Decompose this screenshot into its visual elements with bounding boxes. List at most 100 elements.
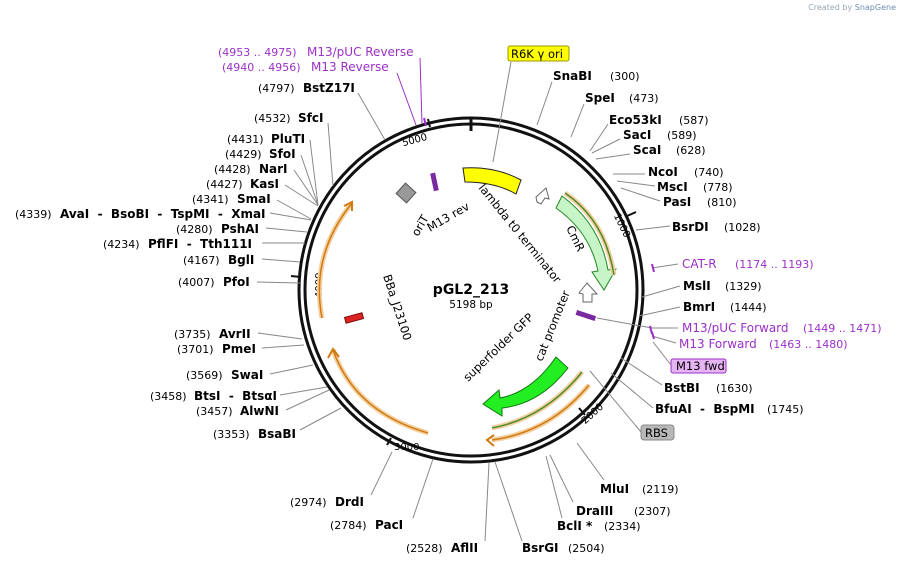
enzyme-pflfi-name[interactable]: PflFI - Tth111I [148,237,252,251]
enzyme-alwni-pos: (3457) [196,405,233,418]
enzyme-sfci-name[interactable]: SfcI [298,111,323,125]
enzyme-scai-name[interactable]: ScaI [633,143,661,157]
leader-bsrdi [635,225,671,231]
enzyme-bsabi-name[interactable]: BsaBI [258,427,296,441]
leader-avrii [257,332,303,340]
enzyme-eco53ki-name[interactable]: Eco53kI [609,113,662,127]
enzyme-bsrdi-name[interactable]: BsrDI [672,220,709,234]
cat-promoter-feature[interactable] [578,282,599,303]
lambda-t0-terminator-feature[interactable] [535,187,550,205]
enzyme-pasi-name[interactable]: PasI [663,195,691,209]
primer-labels: (4953 .. 4975) M13/pUC Reverse (4940 .. … [218,45,882,351]
r6k-ori-feature[interactable] [462,167,522,195]
enzyme-bstbi-pos: (1630) [716,382,753,395]
enzyme-pshai-name[interactable]: PshAI [221,222,259,236]
enzyme-msci-name[interactable]: MscI [657,180,688,194]
enzyme-bstz17i-name[interactable]: BstZ17I [303,81,355,95]
leader-pmei [261,344,305,349]
enzyme-pluti-name[interactable]: PluTI [271,132,305,146]
enzyme-mlui-pos: (2119) [642,483,679,496]
orit-feature[interactable] [395,182,417,204]
enzyme-alwni-name[interactable]: AlwNI [240,404,279,418]
ruler-label-3000: 3000 [394,442,419,453]
enzyme-bsrgi-name[interactable]: BsrGI [522,541,559,555]
enzyme-pfoi-pos: (4007) [178,276,215,289]
enzyme-saci-pos: (589) [667,129,697,142]
enzyme-smai-pos: (4341) [192,193,229,206]
enzyme-drdi-pos: (2974) [290,496,327,509]
enzyme-drdi-name[interactable]: DrdI [335,495,364,509]
m13-rev-marker[interactable] [430,172,439,192]
enzyme-swai-pos: (3569) [186,369,223,382]
enzyme-kasi-name[interactable]: KasI [250,177,279,191]
superfolder-gfp-feature[interactable] [482,356,569,417]
primer-m13-forward-name: M13 Forward [679,337,757,351]
enzyme-sfci-pos: (4532) [254,112,291,125]
leader-msli [641,285,681,298]
enzyme-pmei-pos: (3701) [177,343,214,356]
leader-bstbi [620,357,663,386]
enzyme-avai-name[interactable]: AvaI - BsoBI - TspMI - XmaI [60,207,266,221]
leader-sfci [327,122,334,187]
enzyme-kasi-pos: (4427) [206,178,243,191]
leader-bfuai [610,372,654,409]
enzyme-spei-pos: (473) [629,92,659,105]
leader-pshai [265,227,308,233]
bba-j23100-feature[interactable] [343,312,365,324]
cat-r-mark[interactable] [651,263,655,273]
gfp-outer-green-track [491,371,583,429]
enzyme-msli-name[interactable]: MslI [683,279,711,293]
enzyme-ncoi-name[interactable]: NcoI [648,165,678,179]
enzyme-ncoi-pos: (740) [694,166,724,179]
enzyme-draiii-name[interactable]: DraIII [576,504,613,518]
leader-m13-puc-forward [596,317,678,329]
m13-puc-reverse-mark[interactable] [423,117,427,127]
enzyme-nari-pos: (4428) [214,163,251,176]
leader-swai [269,364,314,375]
primer-m13-reverse-name: M13 Reverse [311,60,389,74]
leader-msci [616,180,656,187]
enzyme-bcli-name[interactable]: BclI * [557,519,593,533]
m13-forward-mark[interactable] [651,331,655,340]
enzyme-mlui-name[interactable]: MluI [600,482,629,496]
orange-feature-left[interactable] [316,201,354,319]
enzyme-paci-name[interactable]: PacI [375,518,403,532]
m13-fwd-label: M13 fwd [676,359,725,373]
enzyme-swai-name[interactable]: SwaI [231,368,263,382]
orange-feature-bottom-left[interactable] [330,349,429,436]
enzyme-aflii-name[interactable]: AflII [451,541,478,555]
enzyme-bsrdi-pos: (1028) [724,221,761,234]
enzyme-bstbi-name[interactable]: BstBI [664,381,700,395]
leader-m13-puc-reverse [419,57,423,125]
enzyme-pfoi-name[interactable]: PfoI [223,275,250,289]
bba-j23100-label: BBa_J23100 [380,273,415,343]
leader-m13-forward [651,335,677,344]
enzyme-smai-name[interactable]: SmaI [237,192,271,206]
enzyme-bgli-pos: (4167) [183,254,220,267]
leader-pfoi [256,281,301,284]
cmr-feature[interactable] [555,195,617,291]
enzyme-spei-name[interactable]: SpeI [585,91,615,105]
enzyme-saci-name[interactable]: SacI [623,128,651,142]
orange-feature-bottom-right-line [491,384,590,441]
credit-prefix: Created by [808,3,853,12]
leader-nari [293,169,319,206]
enzyme-avrii-name[interactable]: AvrII [219,327,251,341]
leader-cat-r [651,263,679,269]
enzyme-nari-name[interactable]: NarI [259,162,288,176]
rbs-label: RBS [645,426,668,440]
enzyme-bsrgi-pos: (2504) [568,542,605,555]
enzyme-bmri-name[interactable]: BmrI [683,300,715,314]
enzyme-snabi-name[interactable]: SnaBI [553,69,592,83]
superfolder-gfp-label: superfolder GFP [460,310,536,384]
enzyme-sfoi-name[interactable]: SfoI [269,147,296,161]
leader-m13-fwd [652,341,672,366]
enzyme-pmei-name[interactable]: PmeI [222,342,256,356]
leader-bcli [545,455,563,519]
leader-smai [276,199,312,220]
enzyme-bgli-name[interactable]: BglI [228,253,254,267]
enzyme-bfuai-name[interactable]: BfuAI - BspMI [655,402,755,416]
enzyme-snabi-pos: (300) [610,70,640,83]
enzyme-btsi-name[interactable]: BtsI - BtsαI [194,389,277,403]
